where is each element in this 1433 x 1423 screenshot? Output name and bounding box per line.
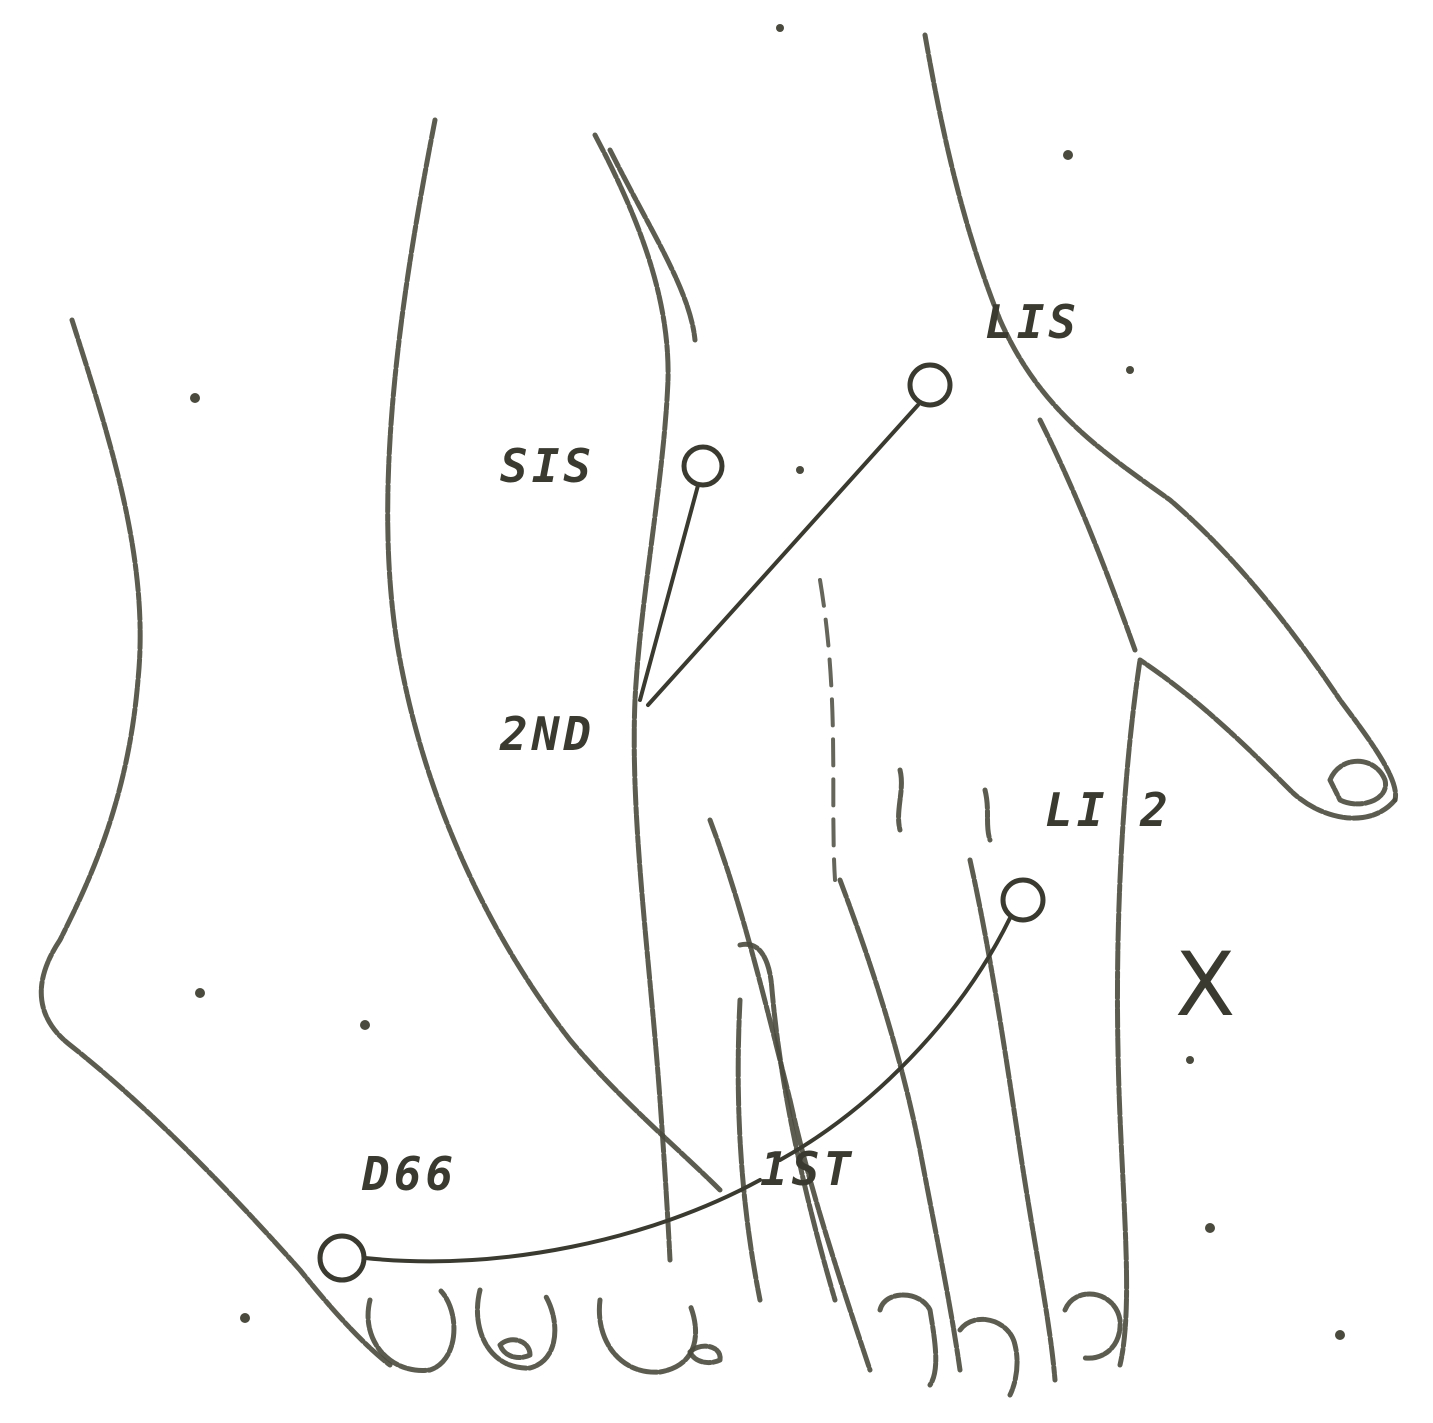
toe-3 bbox=[599, 1300, 695, 1372]
speck bbox=[1063, 150, 1073, 160]
finger-line-4 bbox=[970, 860, 1055, 1380]
speck bbox=[360, 1020, 370, 1030]
figure-letter: X bbox=[1175, 933, 1235, 1036]
label-li2: LI 2 bbox=[1045, 783, 1172, 837]
thumb-outline bbox=[1117, 660, 1395, 1365]
label-1st: 1ST bbox=[760, 1142, 855, 1196]
toe-5 bbox=[960, 1319, 1017, 1395]
speck bbox=[195, 988, 205, 998]
speck bbox=[1186, 1056, 1194, 1064]
point-marker-lis bbox=[910, 365, 950, 405]
finger-crease-2 bbox=[899, 770, 902, 830]
acupoint-markers bbox=[320, 365, 1043, 1280]
label-2nd: 2ND bbox=[499, 707, 595, 761]
sketch-outline bbox=[41, 24, 1395, 1395]
shin-outline bbox=[388, 120, 720, 1190]
speck bbox=[240, 1313, 250, 1323]
connector-sis-2nd bbox=[640, 478, 700, 700]
index-finger-outline bbox=[925, 35, 1396, 800]
point-labels: LIS SIS 2ND LI 2 1ST D66 bbox=[361, 295, 1172, 1201]
connector-lis-2nd bbox=[648, 405, 918, 705]
speck bbox=[776, 24, 784, 32]
toenail-1 bbox=[500, 1340, 530, 1358]
meridian-connectors bbox=[365, 405, 1010, 1261]
tendon-outline bbox=[610, 150, 695, 340]
point-marker-li2 bbox=[1003, 880, 1043, 920]
palm-edge-outline bbox=[1040, 420, 1135, 650]
speck bbox=[1205, 1223, 1215, 1233]
thumb-tip-nail bbox=[1065, 1294, 1120, 1358]
finger-line-5 bbox=[738, 1000, 760, 1300]
label-sis: SIS bbox=[500, 439, 595, 493]
label-d66: D66 bbox=[361, 1147, 457, 1201]
speck bbox=[796, 466, 804, 474]
leg-back-outline bbox=[41, 320, 390, 1365]
finger-crease-3 bbox=[985, 790, 990, 840]
speck bbox=[1126, 366, 1134, 374]
toenail-2 bbox=[690, 1346, 720, 1362]
finger-line-2 bbox=[740, 944, 835, 1300]
label-lis: LIS bbox=[985, 295, 1080, 349]
point-marker-d66 bbox=[320, 1236, 364, 1280]
ankle-inner-outline bbox=[595, 135, 670, 1260]
finger-crease-1 bbox=[820, 580, 835, 880]
point-marker-sis bbox=[684, 447, 722, 485]
speck bbox=[190, 393, 200, 403]
speck bbox=[1335, 1330, 1345, 1340]
thumb-nail bbox=[1330, 761, 1386, 804]
toe-4 bbox=[880, 1295, 936, 1385]
